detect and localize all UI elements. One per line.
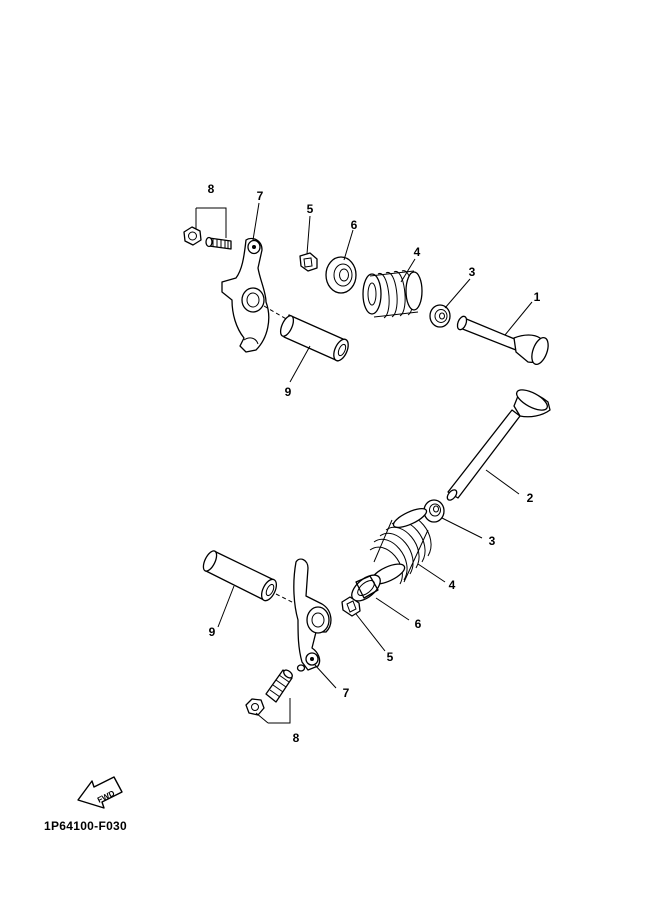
stem-seal-upper <box>429 304 451 328</box>
callout-6-lower: 6 <box>415 617 422 631</box>
spring-retainer-upper <box>325 256 357 294</box>
callout-9-upper: 9 <box>285 385 292 399</box>
callout-5-upper: 5 <box>307 202 314 216</box>
callout-7-upper: 7 <box>257 189 264 203</box>
callout-2: 2 <box>527 491 534 505</box>
adjuster-nut-lower <box>245 698 265 716</box>
adjuster-screw-lower <box>265 664 306 703</box>
valve-spring-upper <box>362 270 423 319</box>
fwd-arrow-icon: FWD <box>77 776 123 809</box>
valve-cotter-lower <box>341 596 361 617</box>
valve-cotter-upper <box>299 252 318 272</box>
adjuster-nut-upper <box>183 226 202 246</box>
callout-8-lower: 8 <box>293 731 300 745</box>
callout-3-upper: 3 <box>469 265 476 279</box>
adjuster-screw-upper <box>205 236 232 250</box>
intake-valve <box>456 315 549 366</box>
reference-code: 1P64100-F030 <box>44 819 127 833</box>
valve-spring-lower <box>369 507 438 585</box>
rocker-arm-upper <box>221 237 270 353</box>
callout-4-lower: 4 <box>449 578 456 592</box>
callout-5-lower: 5 <box>387 650 394 664</box>
callout-3-lower: 3 <box>489 534 496 548</box>
callout-4-upper: 4 <box>414 245 421 259</box>
leader-lines <box>195 202 533 724</box>
callout-8-upper: 8 <box>208 182 215 196</box>
rocker-arm-lower <box>293 558 332 671</box>
callout-labels: 8 7 5 6 4 3 1 9 2 3 4 6 5 9 7 8 <box>208 182 541 745</box>
axis-line-upper <box>263 305 289 321</box>
callout-1: 1 <box>534 290 541 304</box>
callout-7-lower: 7 <box>343 686 350 700</box>
callout-6-upper: 6 <box>351 218 358 232</box>
callout-9-lower: 9 <box>209 625 216 639</box>
rocker-shaft-lower <box>202 550 278 602</box>
stem-seal-lower <box>423 499 445 523</box>
rocker-shaft-upper <box>279 314 349 362</box>
exhaust-valve <box>446 389 551 501</box>
